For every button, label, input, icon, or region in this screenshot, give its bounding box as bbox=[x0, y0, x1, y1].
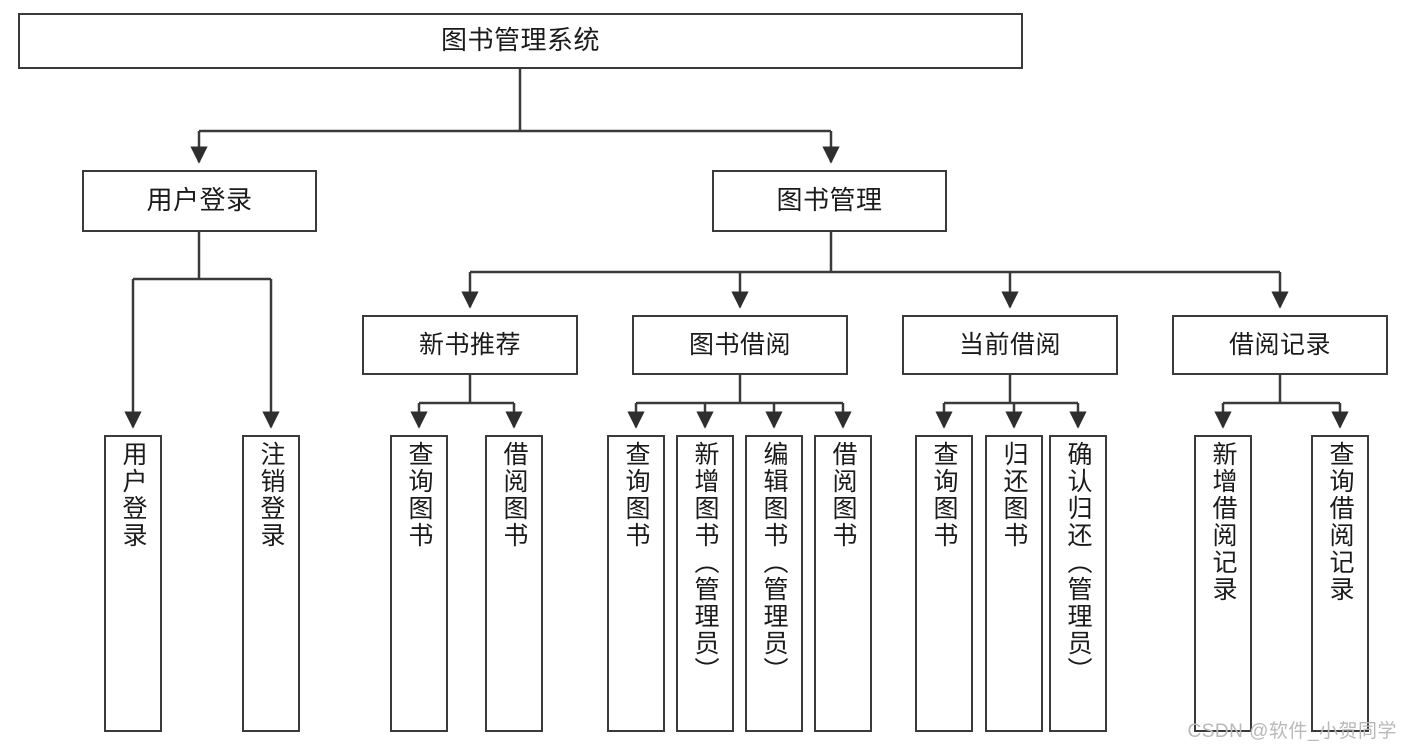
node-book-borrow-label: 图书借阅 bbox=[688, 331, 791, 359]
node-book-manage[interactable]: 图书管理 bbox=[712, 170, 947, 232]
leaf-edit-book[interactable]: 编辑图书（管理员） bbox=[745, 435, 803, 732]
leaf-query-book-1-label: 查询图书 bbox=[405, 441, 433, 549]
node-borrow-record[interactable]: 借阅记录 bbox=[1172, 315, 1388, 375]
leaf-borrow-book-2-label: 借阅图书 bbox=[829, 441, 857, 549]
leaf-logout-login-label: 注销登录 bbox=[257, 441, 285, 549]
node-root-label: 图书管理系统 bbox=[440, 25, 600, 56]
node-borrow-record-label: 借阅记录 bbox=[1228, 331, 1331, 359]
node-book-borrow[interactable]: 图书借阅 bbox=[632, 315, 848, 375]
node-new-book-recommend-label: 新书推荐 bbox=[418, 331, 521, 359]
leaf-user-login-label: 用户登录 bbox=[119, 441, 147, 549]
node-current-borrow-label: 当前借阅 bbox=[958, 331, 1061, 359]
leaf-confirm-return-label: 确认归还（管理员） bbox=[1064, 441, 1092, 684]
leaf-add-book-label: 新增图书（管理员） bbox=[691, 441, 719, 684]
leaf-query-book-3-label: 查询图书 bbox=[930, 441, 958, 549]
leaf-logout-login[interactable]: 注销登录 bbox=[242, 435, 300, 732]
leaf-query-book-3[interactable]: 查询图书 bbox=[915, 435, 973, 732]
leaf-query-book-2[interactable]: 查询图书 bbox=[607, 435, 665, 732]
leaf-add-borrow-record[interactable]: 新增借阅记录 bbox=[1194, 435, 1252, 732]
leaf-query-book-2-label: 查询图书 bbox=[622, 441, 650, 549]
leaf-borrow-book-1[interactable]: 借阅图书 bbox=[485, 435, 543, 732]
node-new-book-recommend[interactable]: 新书推荐 bbox=[362, 315, 578, 375]
node-root[interactable]: 图书管理系统 bbox=[18, 13, 1023, 69]
leaf-query-borrow-record-label: 查询借阅记录 bbox=[1326, 441, 1354, 603]
csdn-watermark: CSDN @软件_小贺同学 bbox=[1187, 721, 1397, 742]
leaf-return-book[interactable]: 归还图书 bbox=[985, 435, 1043, 732]
leaf-return-book-label: 归还图书 bbox=[1000, 441, 1028, 549]
node-user-login[interactable]: 用户登录 bbox=[82, 170, 317, 232]
leaf-add-borrow-record-label: 新增借阅记录 bbox=[1209, 441, 1237, 603]
leaf-add-book[interactable]: 新增图书（管理员） bbox=[676, 435, 734, 732]
node-book-manage-label: 图书管理 bbox=[776, 185, 883, 216]
node-current-borrow[interactable]: 当前借阅 bbox=[902, 315, 1118, 375]
node-user-login-label: 用户登录 bbox=[146, 185, 253, 216]
leaf-query-book-1[interactable]: 查询图书 bbox=[390, 435, 448, 732]
leaf-query-borrow-record[interactable]: 查询借阅记录 bbox=[1311, 435, 1369, 732]
leaf-confirm-return[interactable]: 确认归还（管理员） bbox=[1049, 435, 1107, 732]
leaf-borrow-book-1-label: 借阅图书 bbox=[500, 441, 528, 549]
leaf-edit-book-label: 编辑图书（管理员） bbox=[760, 441, 788, 684]
leaf-user-login[interactable]: 用户登录 bbox=[104, 435, 162, 732]
leaf-borrow-book-2[interactable]: 借阅图书 bbox=[814, 435, 872, 732]
